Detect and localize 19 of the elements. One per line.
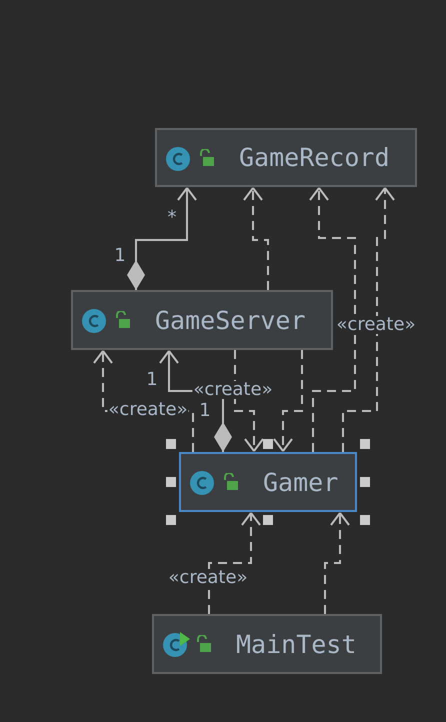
class-box (152, 614, 382, 674)
dependency-arrow (208, 512, 261, 614)
class-name: GameServer (155, 306, 306, 334)
class-box (71, 290, 333, 350)
class-box (155, 128, 417, 187)
composition-arrow (127, 187, 197, 290)
stereotype-label: «create» (167, 569, 249, 587)
class-name: GameRecord (239, 143, 390, 172)
dependency-arrow (324, 512, 350, 614)
dependency-arrow (273, 350, 303, 452)
class-name: Gamer (263, 468, 338, 496)
dependency-arrow (234, 350, 264, 452)
stereotype-label: «create» (192, 381, 274, 399)
class-name: MainTest (236, 630, 356, 658)
stereotype-label: «create» (335, 316, 417, 334)
dependency-arrow (342, 187, 395, 452)
dependency-arrow (309, 187, 356, 452)
class-box (179, 452, 357, 512)
dependency-arrow (243, 187, 269, 290)
